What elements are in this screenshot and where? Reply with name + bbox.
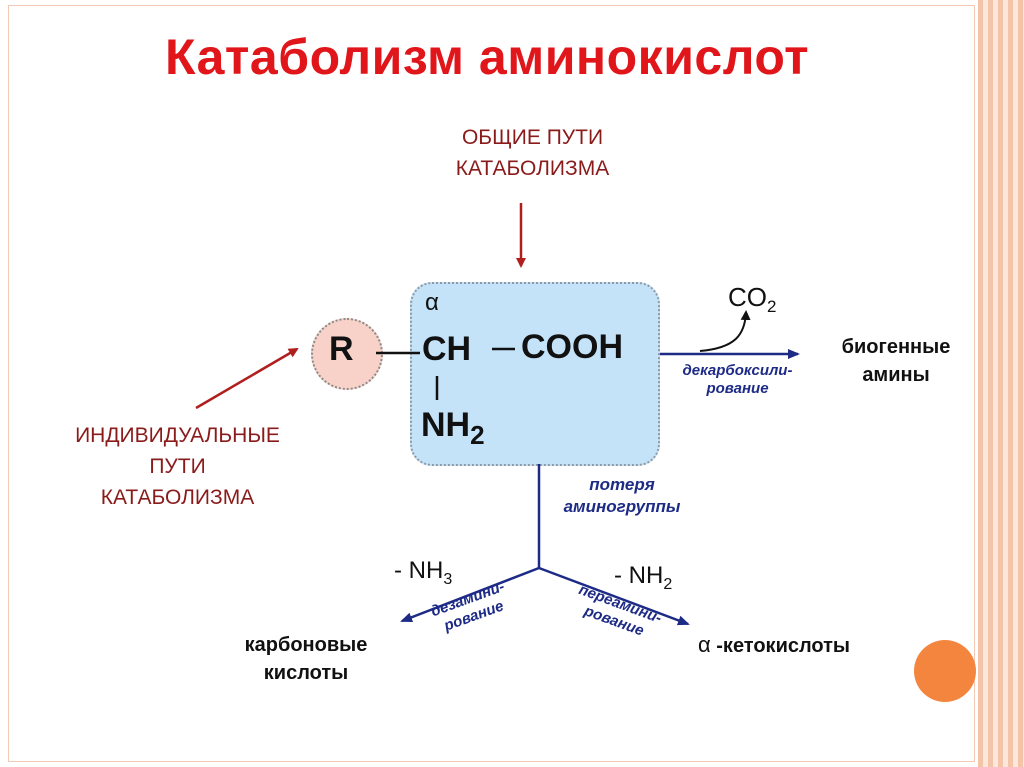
carboxylic-acids-line2: кислоты: [263, 662, 349, 684]
minus-nh2-text: - NH: [614, 562, 664, 589]
minus-nh2-subscript: 2: [663, 575, 673, 593]
individual-paths-line1: ИНДИВИДУАЛЬНЫЕ: [75, 424, 280, 447]
decorative-orange-circle: [914, 640, 976, 702]
individual-paths-arrow: [195, 347, 299, 410]
minus-nh3-label: - NH3: [394, 557, 452, 589]
biogenic-amines-line2: амины: [862, 364, 930, 386]
r-group-circle: [311, 318, 383, 390]
co2-text: CO: [728, 282, 767, 312]
general-paths-line1: ОБЩИЕ ПУТИ: [461, 126, 604, 149]
general-paths-label: ОБЩИЕ ПУТИ КАТАБОЛИЗМА: [405, 122, 660, 184]
transamination-arrow: [538, 566, 690, 626]
carboxylic-acids-label: карбоновые кислоты: [216, 631, 396, 687]
co2-label: CO2: [728, 282, 776, 317]
general-paths-line2: КАТАБОЛИЗМА: [455, 157, 610, 180]
nh2-group: NH2: [421, 406, 485, 451]
decarboxylation-label: декарбоксили- рование: [660, 362, 815, 398]
minus-nh2-label: - NH2: [614, 562, 672, 594]
nh-text: NH: [421, 406, 471, 444]
decarboxylation-line2: рование: [706, 380, 769, 397]
carboxylic-acids-line1: карбоновые: [244, 634, 368, 656]
individual-paths-label: ИНДИВИДУАЛЬНЫЕ ПУТИ КАТАБОЛИЗМА: [30, 420, 325, 513]
minus-nh3-subscript: 3: [443, 570, 453, 588]
amino-loss-line1: потеря: [589, 475, 655, 494]
amino-loss-label: потеря аминогруппы: [532, 474, 712, 518]
amino-loss-line2: аминогруппы: [563, 497, 681, 516]
alpha-symbol: α: [425, 289, 439, 316]
individual-paths-line2: ПУТИ: [149, 455, 206, 478]
slide-title: Катаболизм аминокислот: [165, 29, 810, 85]
keto-acids-text: -кетокислоты: [710, 635, 851, 657]
biogenic-amines-label: биогенные амины: [812, 333, 980, 389]
keto-acids-label: α -кетокислоты: [698, 631, 908, 660]
r-group: R: [329, 330, 354, 368]
individual-paths-line3: КАТАБОЛИЗМА: [100, 486, 255, 509]
minus-nh3-text: - NH: [394, 557, 444, 584]
decarboxylation-line1: декарбоксили-: [682, 362, 793, 379]
ch-group: CH: [422, 330, 472, 368]
cooh-group: COOH: [521, 328, 623, 366]
co2-release-arrow: [699, 310, 751, 352]
nh-subscript: 2: [470, 419, 485, 450]
co2-subscript: 2: [767, 297, 777, 317]
keto-alpha-symbol: α: [698, 632, 711, 657]
biogenic-amines-line1: биогенные: [841, 336, 951, 358]
deamination-arrow: [400, 566, 540, 623]
amino-acid-box: [410, 282, 660, 466]
decorative-stripes: [978, 0, 1024, 767]
